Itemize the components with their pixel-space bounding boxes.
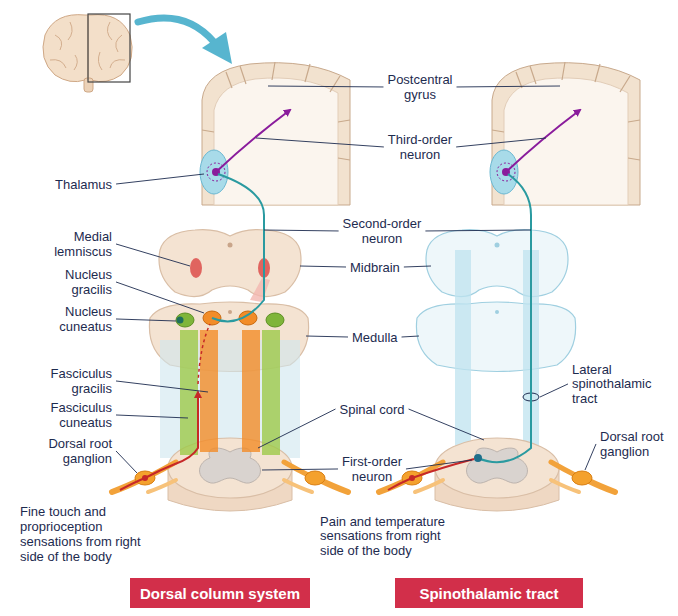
leader-line — [116, 319, 176, 321]
leader-line — [116, 381, 208, 392]
structure-label: Fasciculus cuneatus — [37, 401, 112, 431]
structure-label: Midbrain — [350, 261, 400, 276]
leader-line — [256, 138, 384, 147]
leader-line — [425, 230, 531, 232]
structure-label: Dorsal root ganglion — [27, 437, 112, 467]
leader-line — [409, 409, 484, 440]
band-title: Spinothalamic tract — [419, 585, 558, 602]
structure-label: Second-order neuron — [337, 217, 427, 247]
structure-label: Thalamus — [55, 178, 112, 193]
structure-label: Fine touch and proprioception sensations… — [20, 505, 155, 565]
leader-line — [457, 86, 560, 88]
leader-line — [402, 336, 419, 337]
structure-label: Spinal cord — [340, 403, 405, 418]
leader-line — [116, 244, 190, 266]
leader-line — [116, 415, 188, 418]
leader-line — [456, 138, 546, 147]
leader-line — [264, 230, 339, 232]
structure-label: Medulla — [352, 331, 398, 346]
structure-label: First-order neuron — [330, 455, 415, 485]
leader-line — [306, 336, 348, 337]
structure-label: Dorsal root ganglion — [600, 430, 675, 460]
band-title: Dorsal column system — [140, 585, 300, 602]
structure-label: Fasciculus gracilis — [37, 367, 112, 397]
leader-line — [262, 469, 338, 470]
leader-line — [116, 451, 137, 473]
leader-line — [258, 409, 336, 448]
structure-label: Pain and temperature sensations from rig… — [320, 515, 460, 560]
leader-line — [300, 266, 346, 267]
leader-line — [585, 444, 596, 470]
structure-label: Lateral spinothalamic tract — [572, 363, 667, 408]
leader-line — [406, 460, 472, 469]
leader-line — [404, 266, 431, 267]
leader-line — [540, 384, 568, 397]
leader-line — [116, 282, 204, 313]
caption-band: Spinothalamic tract — [395, 578, 583, 608]
caption-band: Dorsal column system — [130, 578, 310, 608]
structure-label: Nucleus cuneatus — [42, 305, 112, 335]
structure-label: Medial lemniscus — [37, 230, 112, 260]
structure-label: Nucleus gracilis — [42, 268, 112, 298]
leader-line — [116, 174, 204, 184]
leader-line — [268, 86, 383, 88]
structure-label: Postcentral gyrus — [375, 73, 465, 103]
structure-label: Third-order neuron — [375, 133, 465, 163]
